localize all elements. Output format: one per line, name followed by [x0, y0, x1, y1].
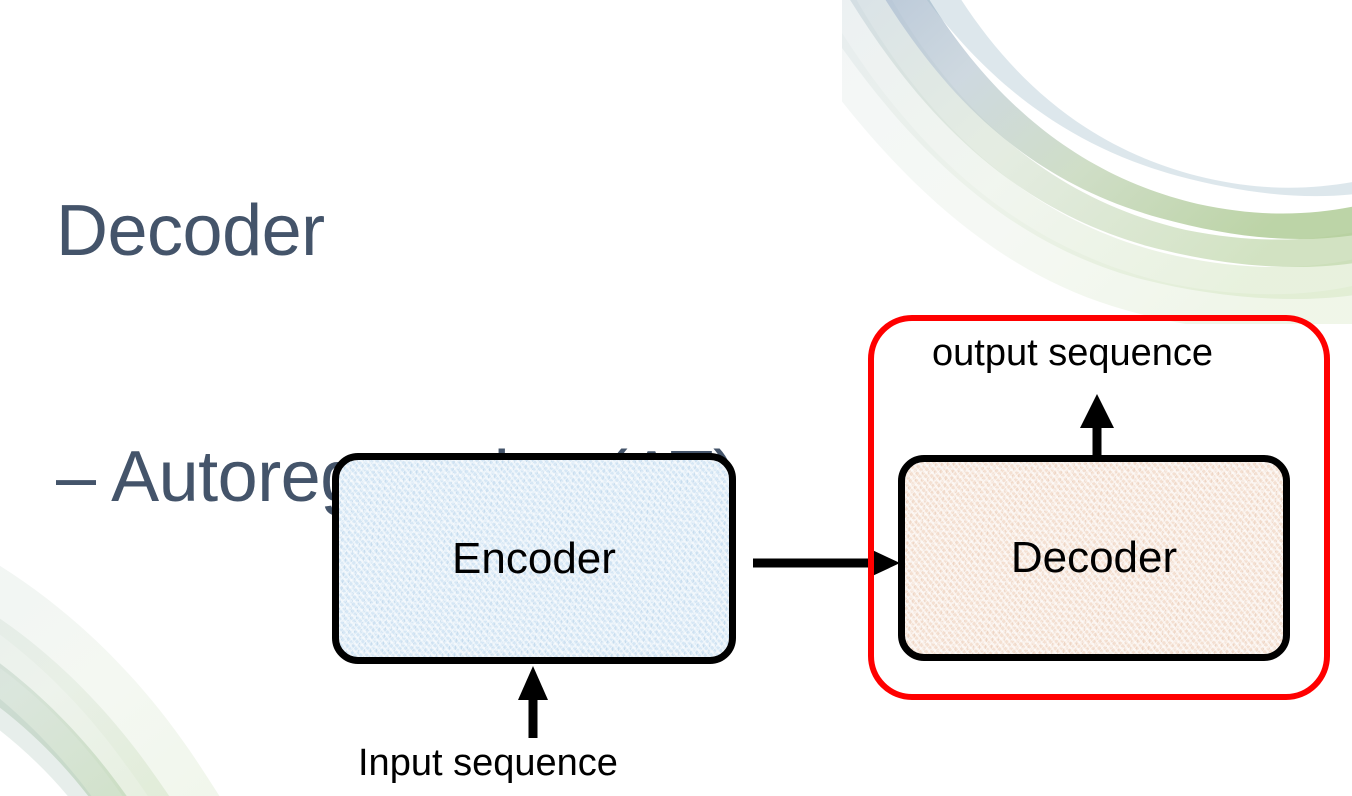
- output-sequence-label: output sequence: [932, 332, 1214, 374]
- decoder-highlight-box: [868, 315, 1330, 700]
- title-line-1: Decoder: [56, 191, 325, 272]
- encoder-node-label: Encoder: [452, 533, 616, 583]
- arrow-right-icon-encoder-decoder: [753, 548, 900, 578]
- decoder-node: Decoder: [898, 455, 1290, 661]
- encoder-node: Encoder: [332, 453, 736, 664]
- input-sequence-label: Input sequence: [358, 742, 618, 784]
- arrow-up-icon-output: [1080, 394, 1114, 455]
- arrow-up-icon-input: [518, 666, 548, 738]
- decoder-node-label: Decoder: [1010, 533, 1178, 582]
